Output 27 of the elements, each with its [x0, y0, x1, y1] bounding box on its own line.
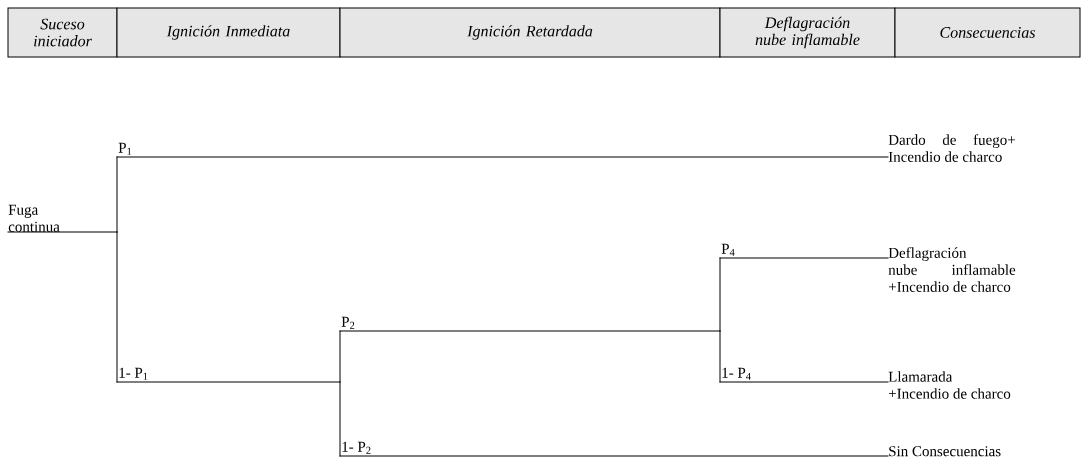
branch-line [719, 330, 721, 383]
branch-line [116, 231, 118, 383]
branch-line [116, 381, 341, 383]
branch-probability: 1- P$_{2}$ [342, 441, 371, 454]
branch-line [339, 381, 341, 457]
branch-line [7, 231, 118, 233]
branch-probability: 1- P$_{1}$ [119, 367, 148, 380]
outcome-label: Sin Consecuencias [889, 446, 1001, 457]
branch-probability: P$_{2}$ [341, 316, 355, 329]
header-cell: Deflagración nube inflamable [719, 7, 896, 58]
outcome-label: Llamarada +Incendio de charco [888, 371, 1011, 399]
branch-line [339, 330, 721, 332]
branch-line [719, 257, 889, 259]
outcome-label: Dardo de fuego+ Incendio de charco [888, 134, 1015, 162]
branch-probability: 1- P$_{4}$ [722, 367, 751, 380]
branch-line [116, 156, 118, 233]
branch-line [719, 257, 721, 332]
branch-line [339, 455, 889, 457]
header-cell: Suceso iniciador [7, 7, 118, 58]
branch-line [719, 381, 889, 383]
outcome-label: Deflagración nube inflamable +Incendio de charco [888, 247, 1016, 292]
branch-line [339, 330, 341, 383]
branch-probability: P$_{4}$ [721, 243, 735, 256]
event-label: Fuga continua [8, 204, 60, 232]
branch-probability: P$_{1}$ [118, 142, 132, 155]
branch-line [116, 156, 889, 158]
header-cell: Consecuencias [894, 7, 1081, 58]
